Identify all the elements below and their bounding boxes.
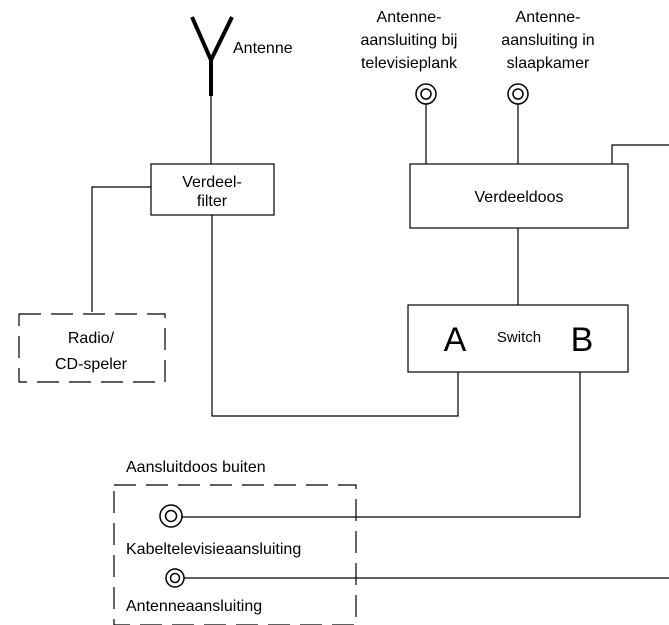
bedroom-socket-label-line2: aansluiting in xyxy=(501,32,594,49)
distribution-box-exit-line xyxy=(611,144,669,164)
splitter-filter-label-line1: Verdeel- xyxy=(182,174,242,191)
switch-input-b-label: B xyxy=(571,321,594,359)
filter-to-switch-a-line xyxy=(211,215,459,417)
switch-label: Switch xyxy=(497,329,541,346)
switch-b-to-cable-line xyxy=(182,372,581,518)
antenna-connection-socket-icon xyxy=(165,568,185,588)
cable-tv-connection-label: Kabeltelevisieaansluiting xyxy=(126,541,301,558)
bedroom-socket-icon xyxy=(507,83,529,105)
bedroom-socket-label-line1: Antenne- xyxy=(516,9,581,26)
bedroom-socket-label-line3: slaapkamer xyxy=(507,55,590,72)
distribution-box-label: Verdeeldoos xyxy=(475,189,564,206)
outdoor-connection-box xyxy=(113,484,357,625)
antenna-label: Antenne xyxy=(233,40,293,57)
splitter-filter-label-line2: filter xyxy=(197,193,228,210)
tv-socket-icon xyxy=(415,83,437,105)
radio-cd-player-box xyxy=(18,313,166,383)
splitter-filter-box xyxy=(150,163,275,216)
switch-box xyxy=(407,304,629,373)
cable-tv-socket-icon xyxy=(159,504,183,528)
distribution-box xyxy=(409,163,629,229)
switch-input-a-label: A xyxy=(444,321,467,359)
tv-socket-label-line1: Antenne- xyxy=(377,9,442,26)
antenna-connection-label: Antenneaansluiting xyxy=(126,598,262,615)
radio-connection-line xyxy=(91,186,151,312)
tv-socket-label-line2: aansluiting bij xyxy=(361,32,458,49)
radio-label-line2: CD-speler xyxy=(55,356,128,373)
outdoor-box-title: Aansluitdoos buiten xyxy=(126,459,266,476)
antenna-icon xyxy=(190,16,234,96)
radio-label-line1: Radio/ xyxy=(68,330,115,347)
tv-socket-label-line3: televisieplank xyxy=(361,55,458,72)
